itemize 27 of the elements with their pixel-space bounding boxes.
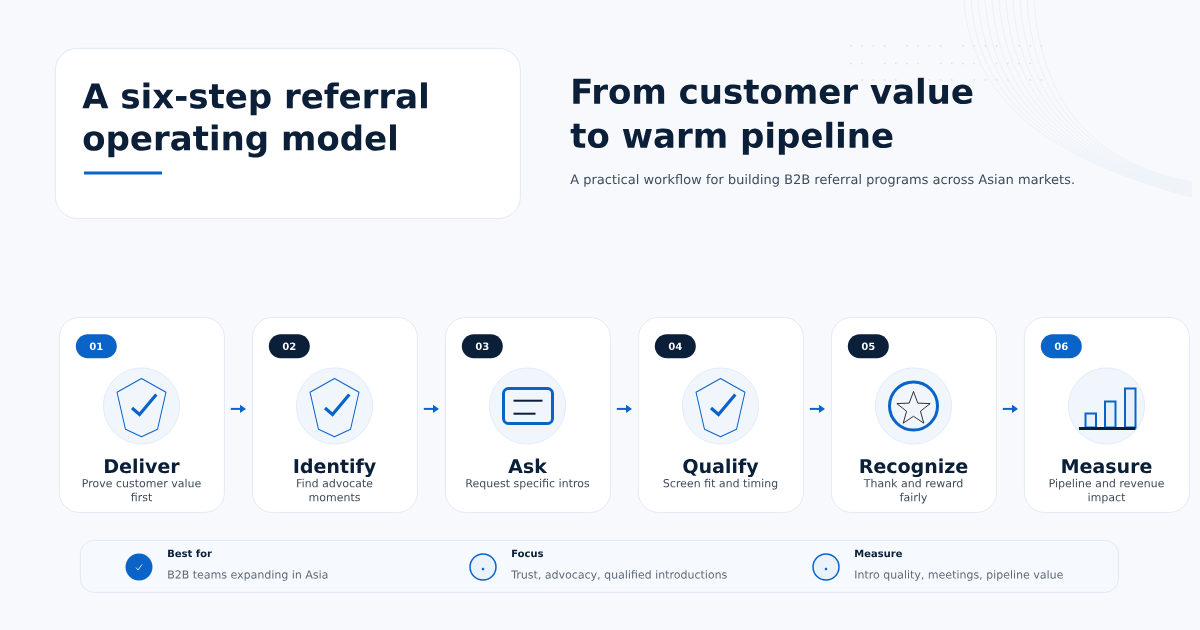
heading: From customer value to warm pipeline <box>570 77 973 155</box>
step-description: Prove customer value first <box>82 478 201 502</box>
step-title: Ask <box>508 458 548 474</box>
item-text: B2B teams expanding in Asia <box>168 570 328 581</box>
step-title: Qualify <box>683 458 759 478</box>
number-badge: 06 <box>1040 334 1082 359</box>
number-badge: 04 <box>654 334 696 359</box>
number-badge: 01 <box>75 334 117 359</box>
item-heading: Measure <box>855 549 902 558</box>
subtitle: A practical workflow for building B2B referral programs across Asian markets. <box>570 174 1074 187</box>
item-heading: Focus <box>512 549 544 558</box>
number-badge: 02 <box>268 334 310 359</box>
number-badge: 03 <box>461 334 503 359</box>
step-description: Request specific intros <box>466 478 590 490</box>
card-heading: A six-step referral operating model <box>82 82 427 158</box>
item-heading: Best for <box>168 549 212 558</box>
number-badge: 05 <box>847 334 889 359</box>
step-title: Deliver <box>105 458 180 474</box>
step-description: Pipeline and revenue impact <box>1049 478 1164 504</box>
step-description: Screen fit and timing <box>663 478 778 490</box>
step-title: Measure <box>1062 459 1152 474</box>
step-title: Recognize <box>860 458 968 478</box>
step-description: Find advocate moments <box>297 478 373 502</box>
item-text: Trust, advocacy, qualified introductions <box>511 570 727 581</box>
step-title: Identify <box>294 458 376 478</box>
item-text: Intro quality, meetings, pipeline value <box>855 570 1063 581</box>
step-description: Thank and reward fairly <box>863 478 963 504</box>
